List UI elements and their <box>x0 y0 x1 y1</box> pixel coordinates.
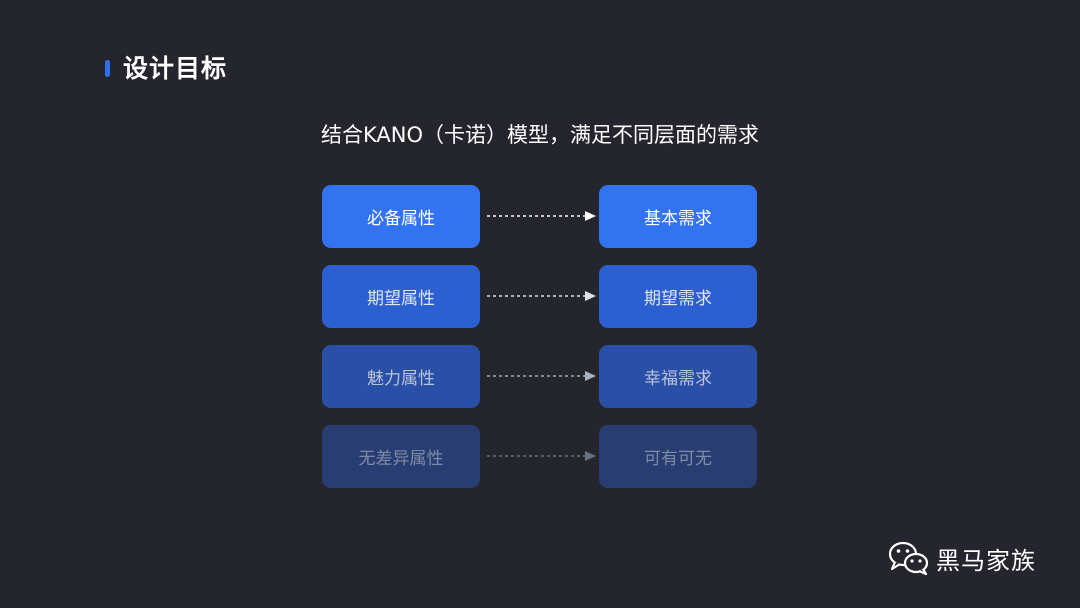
mapping-row: 必备属性 基本需求 <box>322 185 758 248</box>
watermark: 黑马家族 <box>888 538 1036 578</box>
mapping-row: 无差异属性 可有可无 <box>322 425 758 488</box>
need-box: 幸福需求 <box>599 345 757 408</box>
arrow-right-icon <box>487 211 596 221</box>
attribute-box: 魅力属性 <box>322 345 480 408</box>
brand-name: 黑马家族 <box>936 546 1036 575</box>
attribute-box: 无差异属性 <box>322 425 480 488</box>
need-box: 基本需求 <box>599 185 757 248</box>
subtitle: 结合KANO（卡诺）模型，满足不同层面的需求 <box>320 123 759 147</box>
page-title: 设计目标 <box>123 54 228 83</box>
need-box: 可有可无 <box>599 425 757 488</box>
arrow-right-icon <box>487 371 596 381</box>
arrow-right-icon <box>487 291 596 301</box>
attribute-box: 必备属性 <box>322 185 480 248</box>
attribute-box: 期望属性 <box>322 265 480 328</box>
mapping-row: 期望属性 期望需求 <box>322 265 758 328</box>
mapping-row: 魅力属性 幸福需求 <box>322 345 758 408</box>
wechat-icon <box>888 541 929 576</box>
title-accent-bar <box>105 60 110 77</box>
need-box: 期望需求 <box>599 265 757 328</box>
arrow-right-icon <box>487 451 596 461</box>
